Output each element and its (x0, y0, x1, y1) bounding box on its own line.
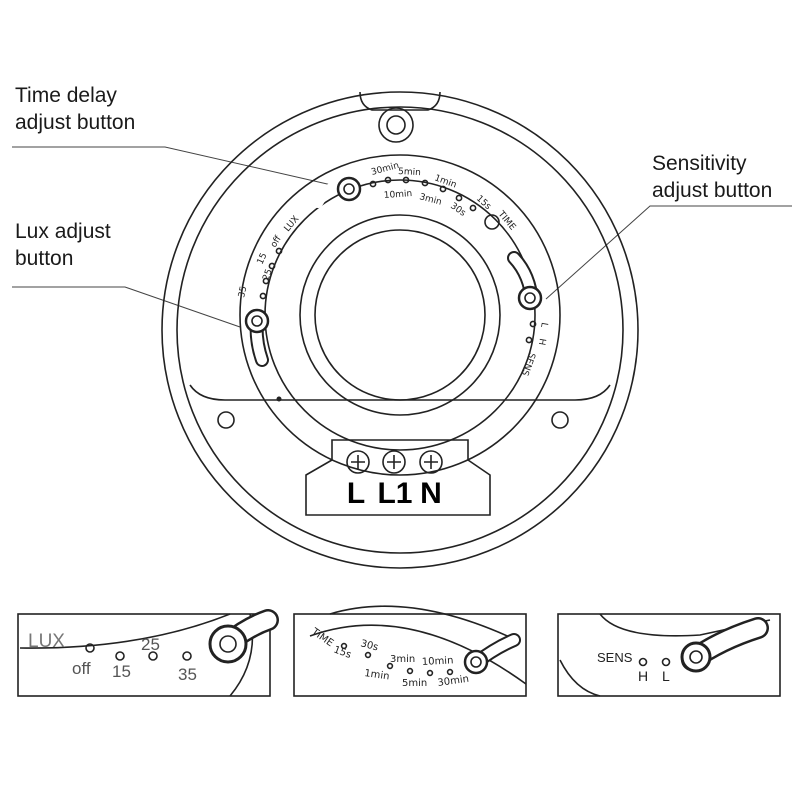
terminal-screw-n-icon[interactable] (419, 450, 443, 474)
sensitivity-knob-icon[interactable] (517, 285, 543, 311)
time-label-10min: 10min (384, 189, 413, 201)
top-tab (359, 91, 441, 111)
lux-label-title: LUX (283, 214, 302, 234)
lux-callout-line2: button (15, 247, 74, 270)
sens-detail-panel: SENS H L (557, 613, 781, 697)
lux-detail-title: LUX (28, 631, 65, 652)
sens-detail-knob-icon[interactable] (680, 641, 712, 673)
lux-scale: 35 25 15 off LUX (237, 214, 302, 300)
lux-knob-icon[interactable] (244, 308, 270, 334)
lux-detail-panel: LUX off 15 25 35 (17, 609, 279, 697)
time-detail-30min: 30min (437, 674, 470, 689)
lens-ring (314, 229, 486, 401)
lux-callout-line1: Lux adjust (15, 220, 111, 243)
lux-detail-knob-icon[interactable] (208, 624, 248, 664)
time-detail-panel: TIME 15s 30s 1min 3min 5min 10min 30min (293, 605, 527, 697)
indicator-led (484, 214, 500, 230)
time-delay-callout: Time delay adjust button (15, 82, 135, 136)
lux-label-25: 25 (261, 268, 274, 282)
sensitivity-callout-line1: Sensitivity (652, 152, 747, 175)
sens-detail-h: H (638, 668, 648, 684)
terminal-label-l: L (347, 477, 365, 510)
terminal-label-n: N (420, 477, 442, 510)
time-detail-30s: 30s (359, 638, 379, 653)
time-delay-callout-line2: adjust button (15, 111, 136, 134)
time-detail-knob-icon[interactable] (463, 649, 489, 675)
sens-detail-arc (599, 613, 771, 637)
lux-detail-off: off (72, 659, 91, 678)
time-detail-arc (329, 605, 517, 641)
sens-label-h: H (536, 337, 547, 345)
time-detail-arc2 (309, 624, 527, 685)
lux-detail-arc (19, 613, 231, 649)
dial-inner-ring (264, 179, 536, 451)
terminal-screw-n-cross (424, 455, 438, 469)
dial-outer-ring (239, 154, 561, 476)
lower-plate-edge (189, 384, 611, 401)
time-detail-1min: 1min (364, 668, 391, 682)
sens-detail-arc2 (559, 659, 601, 697)
terminal-screw-l-icon[interactable] (346, 450, 370, 474)
top-mount-hole (378, 107, 414, 143)
time-scale: 30min 10min 5min 3min 1min 30s 15s TIME (369, 161, 517, 233)
time-knob-icon[interactable] (336, 176, 362, 202)
right-screw-hole (551, 411, 569, 429)
sensitivity-callout: Sensitivity adjust button (652, 150, 772, 204)
time-delay-adjust-button[interactable] (313, 175, 362, 208)
terminal-screw-l1-icon[interactable] (382, 450, 406, 474)
time-detail-10min: 10min (422, 655, 454, 668)
callout-leaders (12, 146, 792, 328)
left-screw-hole (217, 411, 235, 429)
lux-adjust-button[interactable] (244, 308, 270, 367)
lens-outer-ring (299, 214, 501, 416)
time-label-5min: 5min (398, 167, 421, 178)
time-detail-3min: 3min (390, 654, 415, 665)
lux-detail-frame (17, 613, 271, 697)
sens-label-title: SENS (519, 351, 537, 377)
lux-detail-25: 25 (141, 635, 160, 654)
time-delay-callout-line1: Time delay (15, 84, 117, 107)
time-label-30min: 30min (370, 161, 400, 178)
sens-detail-title: SENS (597, 650, 633, 665)
time-delay-leader (12, 146, 337, 187)
lux-detail-35: 35 (178, 665, 197, 684)
lux-label-off: off (269, 234, 284, 250)
sens-detail-frame (557, 613, 781, 697)
sens-label-l: L (538, 321, 549, 328)
time-detail-frame (293, 613, 527, 697)
lux-callout: Lux adjust button (15, 218, 111, 272)
time-label-30s: 30s (448, 201, 467, 219)
sens-detail-l: L (662, 668, 670, 684)
top-mount-hole-inner (386, 115, 406, 135)
status-dot (276, 396, 282, 402)
outer-housing-ring (161, 91, 639, 569)
terminal-screw-l-cross (351, 455, 365, 469)
terminal-label-l1: L1 (377, 477, 412, 510)
time-label-3min: 3min (418, 192, 443, 208)
sensitivity-callout-line2: adjust button (652, 179, 773, 202)
time-label-15s: 15s (474, 194, 493, 212)
lux-detail-15: 15 (112, 662, 131, 681)
terminal-screw-l1-cross (387, 455, 401, 469)
lux-label-15: 15 (256, 252, 270, 267)
sensitivity-adjust-button[interactable] (507, 251, 543, 311)
lux-leader (12, 286, 241, 328)
terminal-housing (305, 439, 491, 516)
sensitivity-leader (545, 205, 792, 300)
time-detail-5min: 5min (402, 678, 427, 689)
terminal-block: L L1 N (305, 439, 491, 516)
lux-label-35: 35 (237, 285, 249, 298)
inner-housing-ring (176, 106, 624, 554)
